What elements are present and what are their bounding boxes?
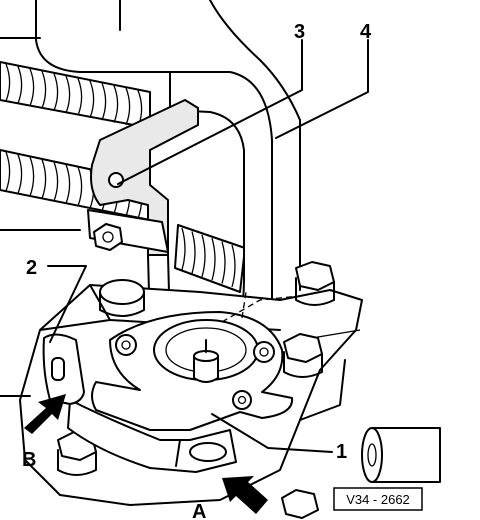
reference-code: V34 - 2662: [346, 492, 410, 507]
hose-ridge: [77, 166, 83, 207]
callout-4: 4: [360, 21, 372, 43]
hose-ridge: [17, 154, 23, 194]
hose-ridge: [181, 227, 186, 271]
pipe-stub: [361, 427, 441, 483]
mounting-bracket: [87, 99, 199, 259]
reference-code-box: V34 - 2662: [333, 487, 423, 511]
callout-B: B: [22, 449, 36, 471]
upper-corrugated-hose: [0, 61, 151, 129]
locking-lever: [42, 333, 85, 405]
arrow-B: [24, 394, 66, 434]
bolt-top-right: [295, 261, 335, 306]
hose-ridge: [201, 234, 206, 277]
hose-ridge: [53, 161, 59, 202]
hose-ridge: [77, 78, 83, 116]
center-spindle: [193, 339, 219, 383]
hose-ridge: [89, 80, 95, 119]
hose-ridge: [29, 156, 35, 197]
hose-ridge: [5, 151, 11, 192]
hose-ridge: [41, 159, 47, 199]
callout-2: 2: [26, 257, 37, 279]
hidden-lines: [221, 291, 301, 323]
hose-ridge: [221, 241, 226, 284]
lower-clamp: [67, 399, 237, 473]
callout-1: 1: [336, 441, 347, 463]
upper-housing: [0, 0, 301, 291]
leader-lines: [0, 39, 369, 453]
right-corrugated-hose: [174, 224, 246, 293]
hose-ridge: [65, 75, 71, 114]
hose-ridge: [17, 66, 23, 104]
hose-ridge: [113, 85, 119, 123]
hose-ridge: [211, 238, 216, 281]
arrow-A: [222, 476, 268, 514]
hose-ridge: [191, 231, 196, 274]
hose-ridge: [65, 164, 71, 204]
hose-ridge: [5, 63, 11, 102]
hose-ridge: [53, 73, 59, 111]
bracket-bolt: [93, 223, 123, 251]
hose-ridge: [29, 68, 35, 107]
hose-ridge: [231, 244, 236, 288]
callout-3: 3: [294, 21, 305, 43]
hose-ridge: [41, 70, 47, 109]
callout-A: A: [192, 501, 206, 520]
hose-ridge: [125, 87, 131, 126]
hose-ridge: [101, 82, 107, 121]
left-boss: [99, 279, 145, 317]
bolt-middle-right: [283, 333, 323, 378]
bolt-bottom-right: [281, 489, 319, 519]
